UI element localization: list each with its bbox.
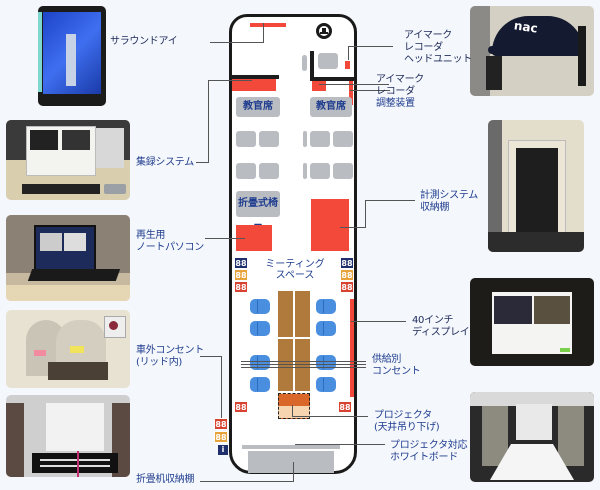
meeting-space-label: ミーティング スペース xyxy=(265,259,325,281)
label-eye-mark-adjust-device: 調整装置 xyxy=(376,98,415,109)
label-playback-laptop: 再生用 ノートパソコン xyxy=(136,230,204,253)
external-outlet: 88 xyxy=(214,431,228,443)
projector-marker xyxy=(278,393,310,419)
label-measurement-storage: 計測システム 収納棚 xyxy=(420,190,478,213)
label-supply-outlet: 供給別 コンセント xyxy=(372,354,421,377)
bus-floor-plan: 教官席 教官席 折畳式椅子 88 88 88 88 88 88 ミーティング ス… xyxy=(229,14,357,474)
desk-storage-marker xyxy=(248,451,334,473)
instructor-seat-left: 教官席 xyxy=(236,97,280,117)
surround-eye-marker xyxy=(250,23,286,27)
label-eye-mark-head-unit: アイマーク レコーダ ヘッドユニット xyxy=(404,30,472,65)
eye-mark-head-unit-marker xyxy=(345,61,350,69)
external-outlet: 88 xyxy=(214,418,228,430)
outlet: 88 xyxy=(338,401,352,413)
photo-40inch-display xyxy=(470,278,594,366)
outlet: 88 xyxy=(234,257,248,269)
measurement-storage-marker xyxy=(311,199,349,251)
info-icon: i xyxy=(218,445,228,455)
label-eye-mark-adjust: アイマーク レコーダ xyxy=(376,74,424,97)
photo-surround-eye xyxy=(38,6,106,106)
40inch-display-marker xyxy=(350,299,354,397)
outlet: 88 xyxy=(234,269,248,281)
steering-wheel-icon xyxy=(316,23,332,39)
folding-chair: 折畳式椅子 xyxy=(236,191,280,235)
outlet: 88 xyxy=(234,281,248,293)
meeting-table xyxy=(278,291,293,337)
photo-projector-whiteboard-room xyxy=(470,392,594,482)
photo-recording-system xyxy=(6,120,130,200)
label-whiteboard: プロジェクタ対応 ホワイトボード xyxy=(390,440,468,463)
whiteboard-marker xyxy=(242,445,340,449)
outlet: 88 xyxy=(340,269,354,281)
label-40inch-display: 40インチ ディスプレイ xyxy=(412,315,470,338)
label-recording-system: 集録システム xyxy=(136,157,194,168)
photo-measurement-storage xyxy=(488,120,584,252)
label-external-outlet: 車外コンセント (リッド内) xyxy=(136,345,204,368)
outlet: 88 xyxy=(340,281,354,293)
outlet: 88 xyxy=(234,401,248,413)
photo-eye-mark-head-unit: nac xyxy=(470,6,594,96)
label-projector: プロジェクタ (天井吊り下げ) xyxy=(374,410,440,433)
recording-system-marker xyxy=(232,79,276,91)
photo-laptop xyxy=(6,215,130,301)
instructor-seat-right: 教官席 xyxy=(310,97,352,117)
outlet: 88 xyxy=(340,257,354,269)
photo-external-outlet xyxy=(6,310,130,388)
label-desk-storage: 折畳机収納棚 xyxy=(136,474,195,485)
label-surround-eye: サラウンドアイ xyxy=(110,36,178,47)
eye-mark-adjust-marker xyxy=(312,81,326,91)
photo-desk-storage xyxy=(6,395,130,477)
